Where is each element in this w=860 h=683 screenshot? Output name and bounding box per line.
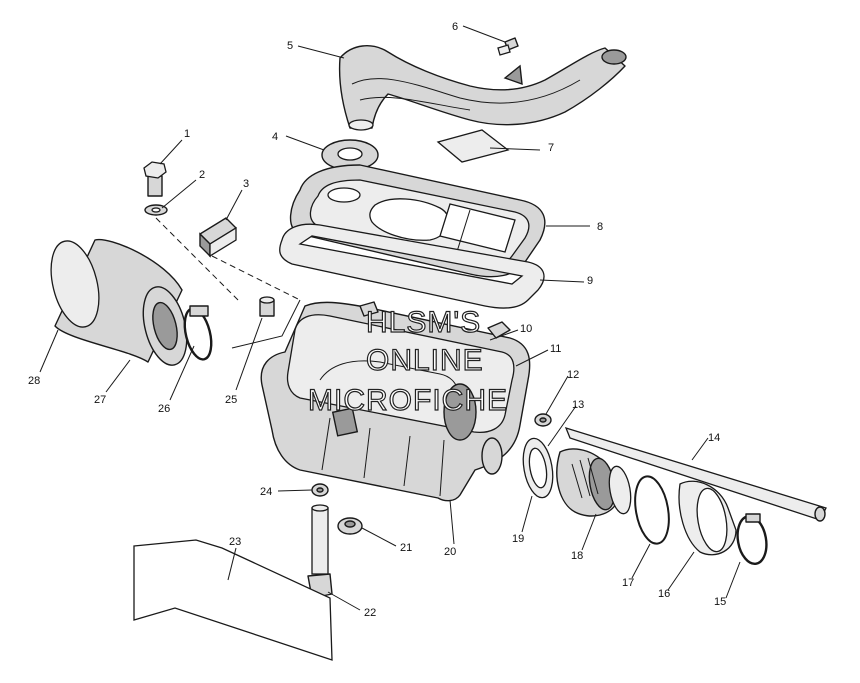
callout-2: 2: [199, 169, 205, 181]
part-intake-snorkel: [338, 45, 627, 131]
callout-8: 8: [597, 221, 603, 233]
callout-20: 20: [444, 546, 456, 558]
callout-21: 21: [400, 542, 412, 554]
callout-15: 15: [714, 596, 726, 608]
callout-5: 5: [287, 40, 293, 52]
part-washer: [144, 204, 168, 216]
part-hose-fitting: [311, 483, 329, 497]
part-clamp-ring: [634, 475, 670, 545]
part-rubber-plug: [337, 517, 363, 535]
part-sleeve: [259, 296, 275, 317]
callout-12: 12: [567, 369, 579, 381]
part-seal-ring: [522, 437, 554, 499]
callout-4: 4: [272, 131, 278, 143]
callout-18: 18: [571, 550, 583, 562]
leader-lines: [39, 25, 741, 611]
callout-27: 27: [94, 394, 106, 406]
part-bolt: [143, 161, 167, 197]
callout-22: 22: [364, 607, 376, 619]
watermark-line-1: HLSM'S: [366, 306, 481, 339]
callout-11: 11: [550, 343, 561, 355]
callout-7: 7: [548, 142, 554, 154]
assembly-line-filter: [231, 299, 301, 349]
part-grommet: [321, 139, 379, 171]
assembly-line-foam: [211, 255, 301, 301]
callout-16: 16: [658, 588, 670, 600]
part-gasket: [279, 223, 545, 309]
part-intake-adapter: [556, 448, 632, 517]
callout-19: 19: [512, 533, 524, 545]
callout-24: 24: [260, 486, 272, 498]
part-intake-boot: [678, 480, 737, 556]
part-drain-tube: [307, 504, 333, 599]
callout-14: 14: [708, 432, 720, 444]
callout-23: 23: [229, 536, 241, 548]
callout-9: 9: [587, 275, 593, 287]
part-filter-clamp: [183, 305, 213, 361]
part-air-filter: [50, 238, 188, 366]
part-hose-clamp: [736, 513, 768, 565]
callout-3: 3: [243, 178, 249, 190]
callout-28: 28: [28, 375, 40, 387]
watermark-line-2: ONLINE: [366, 344, 484, 377]
part-screw: [497, 37, 519, 56]
watermark: HLSM'S ONLINE MICROFICHE: [307, 305, 508, 417]
part-foam-block: [199, 217, 237, 258]
callout-17: 17: [622, 577, 634, 589]
callout-labels: 1 2 3 4 5 6 7 8 9 10 11 12 13 14 15 16 1…: [28, 21, 726, 619]
watermark-line-3: MICROFICHE: [308, 384, 508, 417]
part-heat-shield: [133, 539, 333, 661]
callout-13: 13: [572, 399, 584, 411]
callout-26: 26: [158, 403, 170, 415]
part-small-fitting: [534, 413, 552, 427]
part-airbox-housing: [260, 301, 531, 502]
part-long-tube: [564, 426, 827, 522]
callout-25: 25: [225, 394, 237, 406]
callout-10: 10: [520, 323, 532, 335]
callout-1: 1: [184, 128, 190, 140]
callout-6: 6: [452, 21, 458, 33]
part-decal: [436, 129, 510, 163]
